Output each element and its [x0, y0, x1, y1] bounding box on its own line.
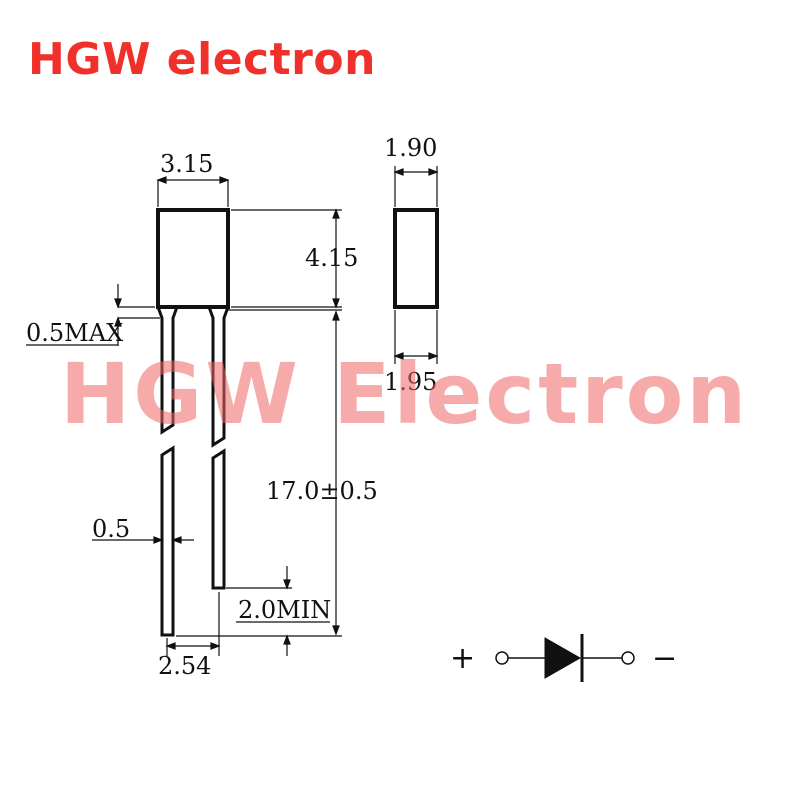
label-lead-width: 0.5 [92, 515, 130, 543]
led-body-side [393, 208, 439, 309]
dim-lead-length [176, 309, 342, 637]
led-body-front [156, 208, 230, 309]
lead-right [207, 306, 230, 590]
lead-left [156, 306, 179, 637]
anode-terminal [495, 651, 509, 665]
diode-triangle-icon [544, 637, 582, 679]
label-standoff: 0.5MAX [26, 319, 123, 347]
brand-title: HGW electron [28, 34, 376, 85]
label-body-height: 4.15 [305, 244, 358, 272]
label-lead-offset: 2.0MIN [238, 596, 331, 624]
label-side-bottom: 1.95 [384, 368, 437, 396]
dim-lead-width [92, 536, 194, 544]
cathode-terminal [621, 651, 635, 665]
dim-standoff [26, 284, 160, 346]
dim-side-top [393, 166, 439, 207]
dim-side-bottom [393, 310, 439, 364]
minus-sign: − [652, 641, 677, 676]
plus-sign: + [450, 641, 475, 676]
label-pitch: 2.54 [158, 652, 211, 680]
label-body-width: 3.15 [160, 150, 213, 178]
dim-pitch [165, 592, 221, 656]
dim-body-height [231, 208, 342, 309]
diode-symbol [495, 634, 635, 682]
dim-body-width [156, 176, 230, 207]
label-lead-length: 17.0±0.5 [266, 477, 378, 505]
dim-lead-offset [226, 566, 330, 656]
label-side-top: 1.90 [384, 134, 437, 162]
